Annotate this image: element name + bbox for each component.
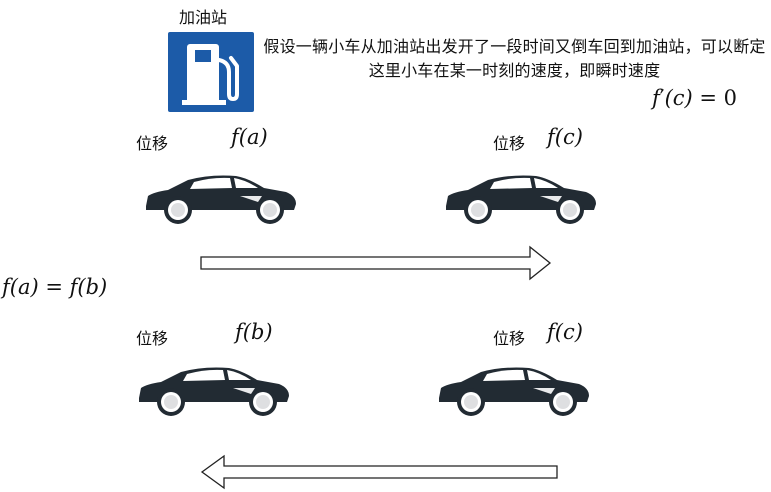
position-fc-top: f(c)	[547, 125, 583, 149]
gas-station-label: 加油站	[179, 8, 228, 27]
car-top-right	[446, 175, 596, 224]
description-text: 假设一辆小车从加油站出发开了一段时间又倒车回到加油站，可以断定这里小车在某一时刻…	[263, 37, 766, 80]
derivative-equation: f′(c) = 0	[652, 86, 738, 110]
displacement-label-bottom-left: 位移	[136, 329, 169, 348]
displacement-label-top-right: 位移	[493, 134, 526, 153]
car-top-left	[146, 175, 296, 224]
position-fa-top: f(a)	[231, 125, 268, 149]
displacement-label-top-left: 位移	[136, 134, 169, 153]
car-bottom-right	[439, 367, 589, 416]
position-fc-bottom: f(c)	[547, 320, 583, 344]
arrow-right	[200, 245, 552, 281]
gas-station-icon	[168, 32, 254, 112]
arrow-left	[200, 454, 558, 490]
position-fb-bottom: f(b)	[235, 320, 273, 344]
displacement-label-bottom-right: 位移	[493, 329, 526, 348]
equality-fa-fb: f(a) = f(b)	[2, 275, 108, 299]
car-bottom-left	[139, 367, 289, 416]
